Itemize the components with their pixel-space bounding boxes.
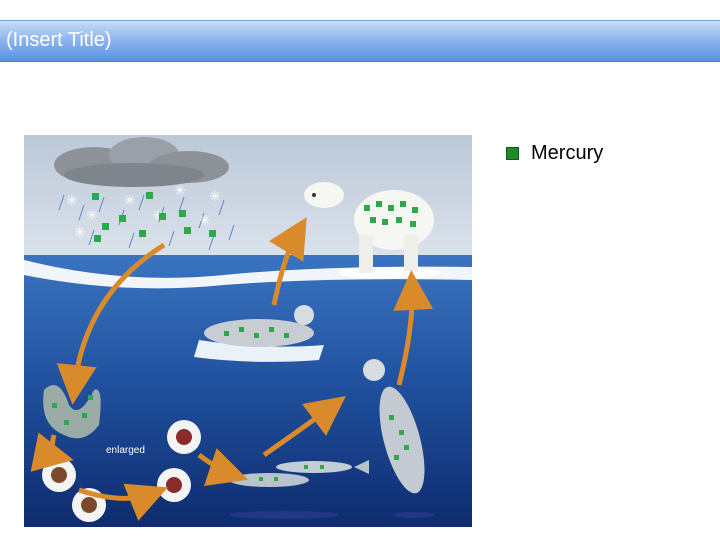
food-chain-diagram: ✳✳✳ ✳✳✳ ✳✳ xyxy=(24,135,472,527)
svg-text:✳: ✳ xyxy=(199,212,211,228)
arrow-seal-to-bear-2 xyxy=(393,270,434,386)
mercury-swatch xyxy=(506,147,519,160)
svg-text:✳: ✳ xyxy=(174,182,186,198)
swimming-seal xyxy=(363,359,425,494)
arrow-algae-to-plankton xyxy=(30,432,74,472)
mercury-in-fish xyxy=(259,465,324,481)
arrow-fish-to-seal xyxy=(262,396,347,458)
arrow-plankton-to-plankton xyxy=(78,483,168,521)
svg-text:✳: ✳ xyxy=(74,224,86,240)
mercury-in-seal-ice xyxy=(224,327,289,338)
title-bar: (Insert Title) xyxy=(0,20,720,62)
seabed-shadow-2 xyxy=(394,512,434,518)
arrow-seal-to-bear xyxy=(268,217,307,306)
ice-floe-seal xyxy=(194,340,324,362)
arrow-plankton-to-fish xyxy=(197,448,249,487)
fish xyxy=(229,460,369,487)
slide-title[interactable]: (Insert Title) xyxy=(6,29,112,51)
svg-text:✳: ✳ xyxy=(209,188,221,204)
snowflake-icon: ✳✳✳ ✳✳✳ ✳✳ xyxy=(66,182,221,240)
ice-floe-bear xyxy=(339,267,439,279)
diagram-svg: ✳✳✳ ✳✳✳ ✳✳ xyxy=(24,135,472,527)
arrows xyxy=(30,217,434,521)
mercury-in-swimming-seal xyxy=(389,415,409,460)
svg-text:✳: ✳ xyxy=(124,192,136,208)
svg-text:✳: ✳ xyxy=(86,207,98,223)
legend-label: Mercury xyxy=(531,142,604,164)
polar-bear xyxy=(304,182,434,273)
svg-text:✳: ✳ xyxy=(66,192,78,208)
ice-shelf xyxy=(24,260,472,289)
seabed-shadow xyxy=(229,511,339,519)
rain-icon xyxy=(58,194,235,251)
svg-text:✳: ✳ xyxy=(152,207,164,223)
cloud-icon xyxy=(54,137,229,187)
enlarged-label: enlarged xyxy=(106,445,145,456)
legend: Mercury xyxy=(506,142,603,165)
arrow-rain-to-algae xyxy=(56,242,166,405)
mercury-in-polar-bear xyxy=(364,201,418,227)
mercury-in-precipitation xyxy=(92,192,216,242)
